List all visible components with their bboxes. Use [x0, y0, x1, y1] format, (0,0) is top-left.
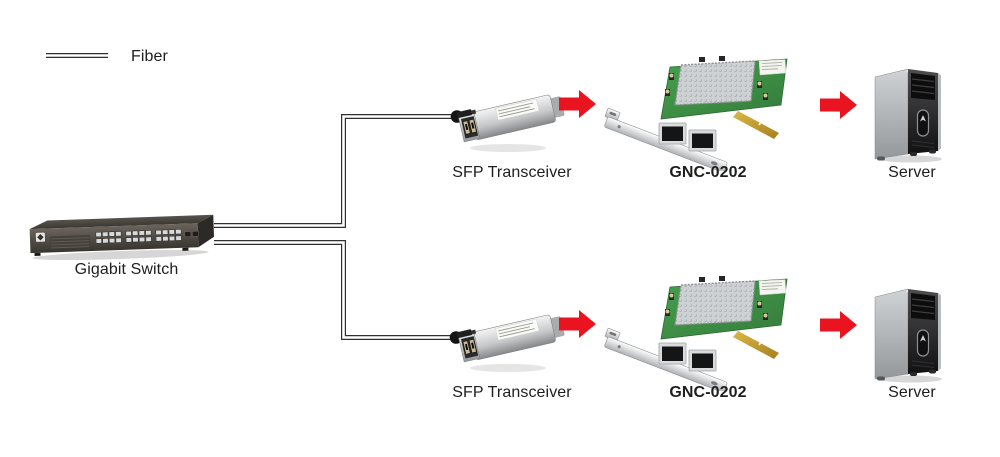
right-arrow-icon — [820, 91, 857, 119]
right-arrow-icon — [559, 310, 596, 338]
gigabit-switch-label: Gigabit Switch — [74, 261, 179, 278]
fiber-line-icon — [46, 53, 108, 58]
server-label: Server — [888, 384, 936, 401]
sfp-transceiver-label: SFP Transceiver — [452, 164, 572, 181]
gigabit-switch-image — [28, 214, 216, 263]
right-arrow-icon — [820, 311, 857, 339]
sfp-transceiver-label: SFP Transceiver — [452, 384, 572, 401]
gnc-0202-label: GNC-0202 — [669, 384, 747, 401]
right-arrow-icon — [559, 90, 596, 118]
sfp-transceiver-image — [455, 308, 567, 373]
server-tower-image — [874, 288, 943, 384]
gnc-0202-card-image — [603, 275, 788, 391]
sfp-transceiver-image — [455, 88, 567, 153]
gnc-0202-label: GNC-0202 — [669, 164, 747, 181]
server-tower-image — [874, 68, 943, 164]
legend-label: Fiber — [131, 48, 168, 65]
server-label: Server — [888, 164, 936, 181]
gnc-0202-card-image — [603, 55, 788, 171]
